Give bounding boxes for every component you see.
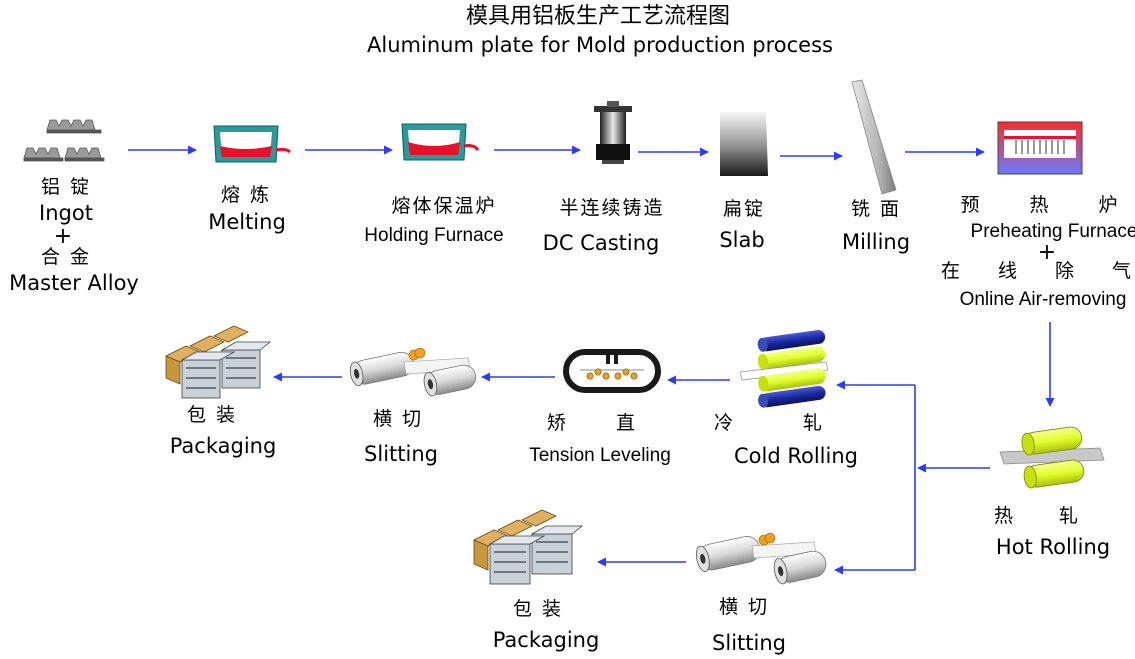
slitting-icon-1 — [349, 347, 477, 397]
packaging-icon-2 — [473, 509, 584, 585]
title-english: Aluminum plate for Mold production proce… — [367, 33, 833, 57]
slab-icon — [720, 112, 768, 176]
melting-label-en: Melting — [208, 210, 286, 234]
milling-icon — [851, 79, 897, 195]
milling-label-zh: 铣 面 — [850, 198, 902, 220]
casting-label-zh: 半连续铸造 — [559, 197, 665, 219]
slab-label-en: Slab — [719, 228, 765, 252]
melting-label-zh: 熔 炼 — [220, 184, 272, 206]
hot-rolling-label-zh: 热 轧 — [993, 505, 1099, 527]
packaging2-label-en: Packaging — [492, 628, 600, 652]
flow-arrows — [128, 145, 1055, 575]
alloy-label-zh: 合 金 — [40, 246, 92, 268]
preheating-furnace-icon — [997, 121, 1083, 175]
melting-furnace-icon — [213, 125, 292, 163]
degas-label-zh: 在 线 除 气 — [940, 260, 1135, 282]
tension-label-en: Tension Leveling — [529, 445, 671, 466]
holding-label-en: Holding Furnace — [364, 225, 504, 246]
slitting2-label-en: Slitting — [712, 631, 786, 655]
hot-rolling-label-en: Hot Rolling — [995, 535, 1111, 559]
alloy-label-en: Master Alloy — [9, 271, 139, 295]
slitting2-label-zh: 横 切 — [718, 596, 770, 618]
holding-furnace-icon — [401, 123, 480, 161]
ingot-icon — [23, 119, 105, 162]
slab-label-zh: 扁锭 — [722, 198, 766, 220]
packaging1-label-en: Packaging — [169, 434, 277, 458]
slitting1-label-zh: 横 切 — [372, 408, 424, 430]
tension-label-zh: 矫 直 — [546, 412, 658, 434]
tension-leveling-icon — [563, 349, 661, 393]
packaging2-label-zh: 包 装 — [512, 598, 564, 620]
dc-casting-icon — [594, 101, 632, 164]
cold-rolling-label-zh: 冷 轧 — [713, 412, 855, 434]
ingot-plus: + — [53, 224, 73, 249]
slitting1-label-en: Slitting — [364, 442, 438, 466]
casting-label-en: DC Casting — [542, 231, 660, 255]
cold-rolling-icon — [739, 330, 829, 408]
cold-rolling-label-en: Cold Rolling — [734, 444, 858, 468]
ingot-label-en: Ingot — [39, 201, 93, 225]
hot-rolling-icon — [999, 426, 1105, 489]
holding-label-zh: 熔体保温炉 — [391, 195, 497, 217]
preheat-plus: + — [1037, 240, 1057, 265]
packaging-icon-1 — [165, 325, 272, 399]
packaging1-label-zh: 包 装 — [186, 404, 238, 426]
preheat-label-en: Preheating Furnace — [970, 221, 1135, 242]
milling-label-en: Milling — [841, 230, 911, 254]
degas-label-en: Online Air-removing — [959, 289, 1127, 310]
title-chinese: 模具用铝板生产工艺流程图 — [465, 4, 731, 29]
preheat-label-zh: 预 热 炉 — [960, 194, 1135, 216]
slitting-icon-2 — [695, 532, 827, 585]
ingot-label-zh: 铝 锭 — [40, 176, 92, 198]
